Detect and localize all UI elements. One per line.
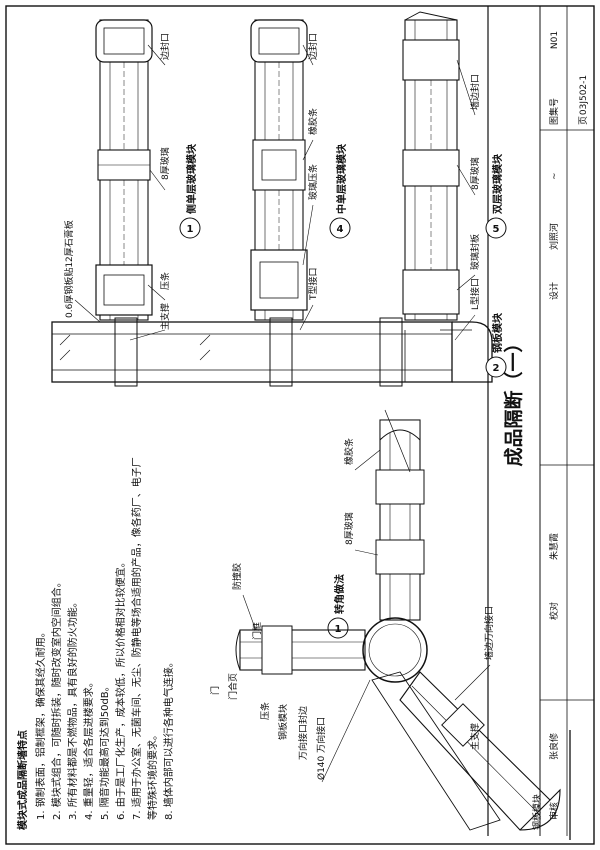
label-universal-joint: Ø140 万向接口 [315, 717, 327, 780]
detail-callout-1: 1 转角做法 [327, 574, 349, 639]
leader-lines [74, 44, 491, 783]
note-item: 7. 适用于办公室、无菌车间、无尘、防静电等场合适用的产品，像各药厂、电子厂 [130, 457, 143, 820]
label-hinge: 门合页 [227, 673, 239, 700]
label-wall-edge-seal: 墙边封口 [469, 74, 481, 110]
note-item: 1. 钢制表面，铝制框架，确保其经久耐用。 [34, 627, 47, 820]
detail-number: 1 [187, 224, 194, 235]
label-l-joint: L型接口 [469, 278, 481, 310]
corner-detail [235, 409, 571, 840]
detail-callout-5: 5 双层玻璃模块 [485, 153, 507, 239]
notes-heading: 模块式成品隔断墙特点 [16, 730, 29, 830]
module-column-4 [250, 19, 308, 321]
notes-block: 模块式成品隔断墙特点 1. 钢制表面，铝制框架，确保其经久耐用。 2. 模块式组… [16, 457, 175, 830]
label-door: 门 [209, 686, 221, 695]
label-press-strip: 压条 [159, 272, 171, 290]
wall-section-top [51, 317, 493, 387]
label-door-frame: 门框 [251, 622, 263, 640]
label-steel-module: 钢板模块 [531, 794, 543, 830]
note-item: 等特殊环境的要求。 [146, 730, 159, 820]
design-name: 刘照河 [548, 223, 560, 250]
note-item: 8. 墙体内部可以进行各种电气连接。 [162, 657, 175, 820]
module-column-5 [402, 11, 460, 321]
detail-title: 钢板模块 [491, 312, 504, 353]
label-glass-press-strip: 玻璃压条 [307, 164, 319, 200]
note-item: 6. 由于是工厂化生产，成本较低，所以价格相对比较便宜。 [114, 557, 127, 820]
page-number: N01 [550, 31, 560, 49]
page-label: 页 [578, 116, 589, 125]
detail-title: 转角做法 [333, 574, 346, 614]
detail-title: 侧单层玻璃模块 [185, 143, 198, 214]
label-main-stud: 主支撑 [159, 303, 171, 330]
atlas-number: 03J502-1 [579, 75, 589, 115]
atlas-label: 图集号 [548, 98, 560, 125]
module-column-3 [95, 19, 153, 321]
label-steel-panel: 0.6厚钢板贴12厚石膏板 [63, 220, 75, 318]
lower-labels: 橡胶条 8厚玻璃 防撞胶 门框 门 门合页 压条 钢板模块 万向接口封边 Ø14… [209, 438, 543, 830]
label-press-strip: 压条 [259, 702, 271, 720]
review-name: 张良修 [548, 733, 560, 760]
diagonal-branch [399, 671, 561, 831]
label-glass-8: 8厚玻璃 [343, 512, 355, 545]
sheet-title: 成品隔断（一） [502, 333, 525, 466]
detail-title: 双层玻璃模块 [491, 153, 504, 214]
note-item: 2. 模块式组合，可随时拆装，随时改变室内空间组合。 [50, 577, 63, 820]
label-t-joint: T型接口 [307, 268, 319, 302]
label-edge-seal: 边封口 [307, 33, 319, 60]
title-block: 成品隔断（一） 图集号 03J502-1 页 N01 审核 张良修 校对 朱慧霞… [487, 6, 594, 836]
note-item: 3. 所有材料都是不燃物品，具有良好的防火功能。 [66, 597, 79, 820]
label-universal-seal: 万向接口封边 [297, 706, 309, 760]
detail-number: 4 [337, 224, 344, 235]
check-label: 校对 [548, 602, 560, 620]
signature-mark: ~ [550, 172, 560, 180]
review-label: 审核 [548, 802, 560, 820]
detail-callout-4: 4 中单层玻璃模块 [329, 143, 351, 239]
label-rubber-strip: 橡胶条 [307, 108, 319, 135]
detail-callout-2: 2 钢板模块 [485, 312, 507, 378]
detail-title: 中单层玻璃模块 [335, 143, 348, 214]
detail-callout-3: 1 侧单层玻璃模块 [179, 143, 201, 239]
note-item: 5. 隔音功能最高可达到50dB。 [98, 681, 111, 820]
label-main-stud: 主支撑 [469, 723, 481, 750]
detail-number: 5 [493, 224, 500, 235]
label-door-stop: 防撞胶 [231, 563, 243, 590]
label-glass-seal: 玻璃封板 [469, 234, 481, 270]
label-steel-module: 钢板模块 [277, 704, 289, 740]
detail-number: 2 [493, 363, 500, 374]
label-rubber-strip: 橡胶条 [343, 438, 355, 465]
check-name: 朱慧霞 [548, 533, 560, 560]
design-label: 设计 [548, 282, 560, 300]
label-glass-8: 8厚玻璃 [469, 157, 481, 190]
top-labels: 0.6厚钢板贴12厚石膏板 边封口 8厚玻璃 压条 主支撑 边封口 橡胶条 玻璃… [63, 33, 481, 330]
note-item: 4. 重量轻，适合各层进楼要求。 [82, 677, 95, 820]
label-edge-seal: 边封口 [159, 33, 171, 60]
label-glass-8: 8厚玻璃 [159, 147, 171, 180]
label-wall-universal: 墙边万向接口 [483, 606, 495, 660]
sheet-border [5, 5, 595, 845]
